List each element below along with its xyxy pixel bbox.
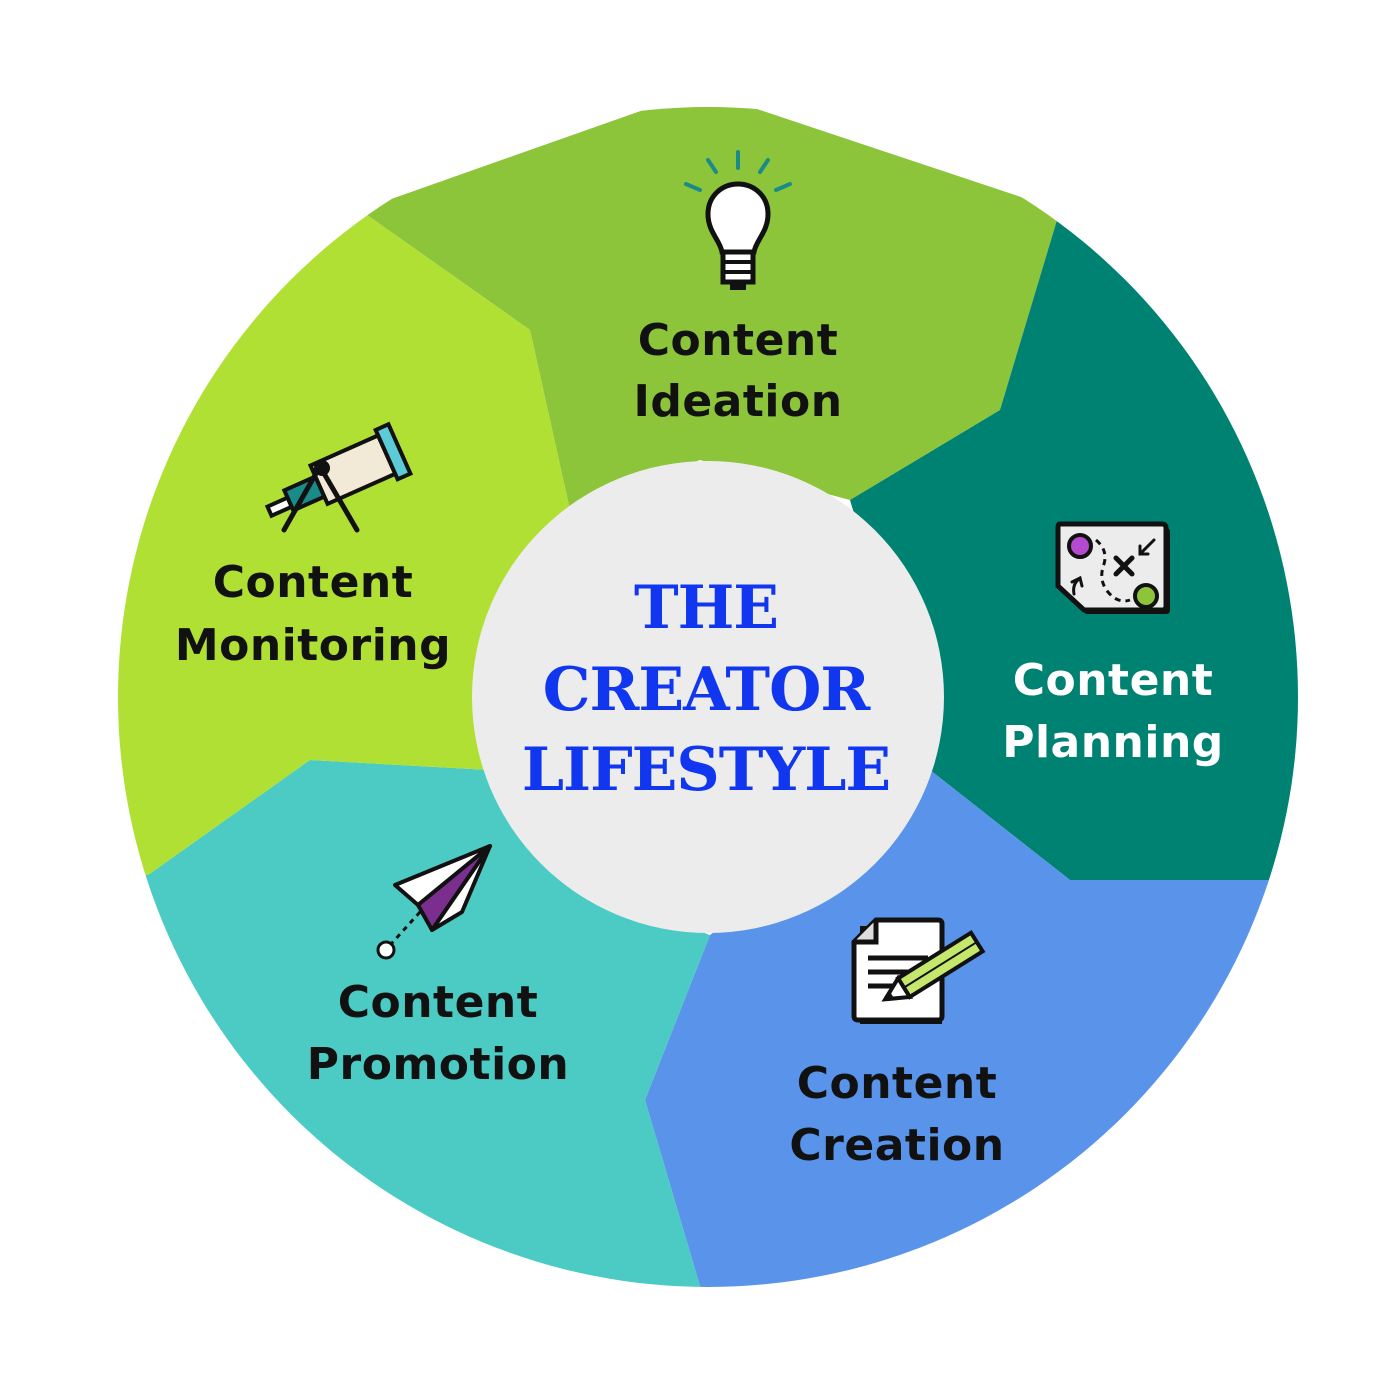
segment-ideation [360,107,1060,510]
lightbulb-icon [684,150,792,290]
segment-label-promotion-1: Content [338,977,539,1028]
segment-label-creation-2: Creation [789,1120,1004,1171]
map-icon [1055,521,1170,614]
segment-label-planning-2: Planning [1002,717,1224,768]
segment-label-ideation-2: Ideation [633,376,842,427]
segment-label-monitoring-1: Content [213,557,414,608]
paper-plane-icon [376,844,492,960]
segment-label-creation-1: Content [797,1058,998,1109]
document-pencil-icon [851,917,986,1024]
segment-label-monitoring-2: Monitoring [175,620,451,671]
center-title-line-1: THE [634,573,778,643]
segment-label-ideation-1: Content [638,315,839,366]
segment-label-planning-1: Content [1013,655,1214,706]
center-title-line-3: LIFESTYLE [522,735,890,805]
segment-label-promotion-2: Promotion [307,1039,569,1090]
center-circle [472,461,944,933]
telescope-icon [264,421,414,533]
center-title-line-2: CREATOR [543,655,872,725]
